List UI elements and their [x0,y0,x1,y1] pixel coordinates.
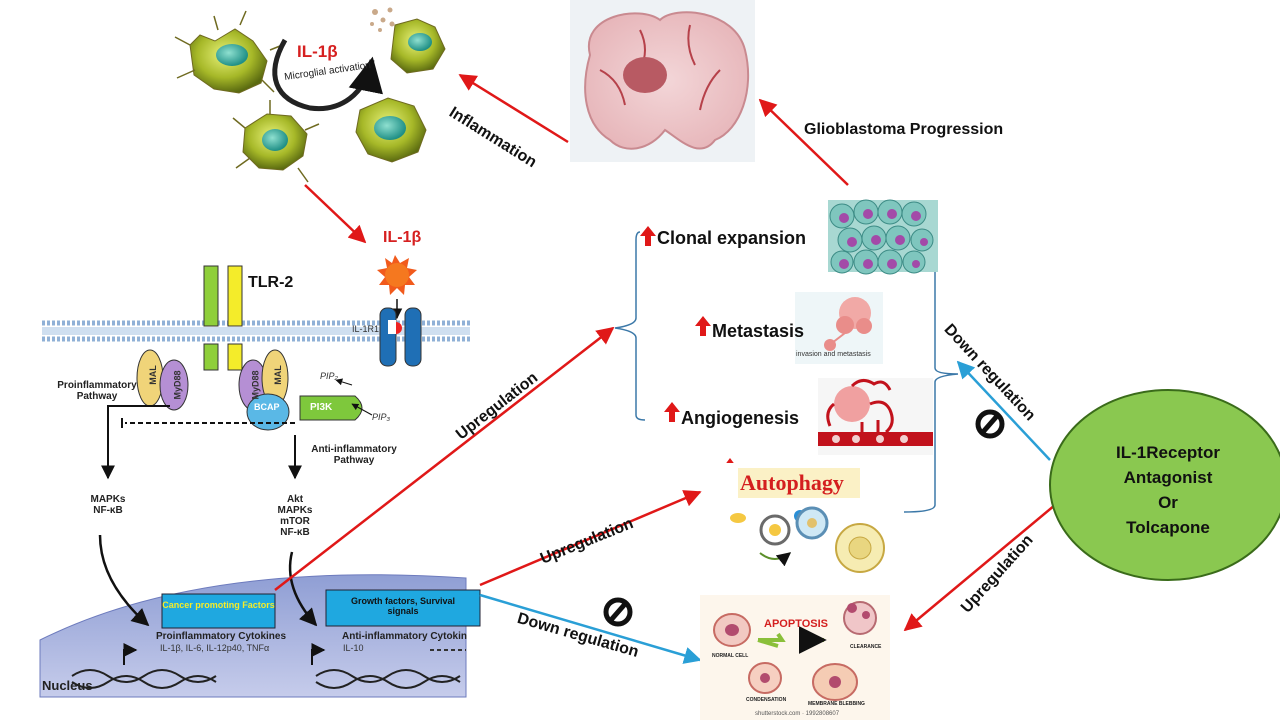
tumor-mass [623,57,667,93]
nucleus-label: Nucleus [42,678,93,693]
adaptor-proteins [136,349,363,431]
inhibit-symbol-right [975,409,1005,439]
metastasis-illustration [795,292,883,364]
angiogenesis-label: Angiogenesis [681,408,800,428]
growth-factors-box [325,589,481,627]
microglia-cell-3 [232,100,320,183]
bcap-label: BCAP [254,402,280,412]
cancer-promoting-box [161,593,276,629]
angiogenesis-illustration [818,378,933,455]
anti-inflammatory-cytokine-list: IL-10 [343,643,364,653]
autophagy-label: Autophagy [740,470,844,495]
metastasis-caption: invasion and metastasis [796,351,871,358]
il1b-ligand-label: IL-1β [383,229,422,246]
left-outcome-bracket [614,231,646,421]
condensation-label: CONDENSATION [746,697,787,703]
tlr2-receptor [203,265,243,371]
tlr2-label: TLR-2 [248,274,294,291]
metastasis-label: Metastasis [712,321,805,341]
down-regulation-right-arrow [956,360,1051,461]
microglia-cell-1 [174,10,286,94]
microglia-cell-2 [390,18,446,74]
right-outcome-bracket [903,241,959,513]
il1b-release-arrow [304,184,367,244]
clonal-cells-cluster [828,199,938,275]
clonal-increase-icon [640,226,656,246]
microglia-cluster [174,7,446,183]
upregulation-right-arrow [903,504,1056,632]
progression-arrow [758,98,849,186]
membrane-blebbing-label: MEMBRANE BLEBBING [808,701,865,707]
brain-illustration [570,0,755,162]
pip2-label: PIP₂ [320,371,338,381]
myd88-right-label: MyD88 [250,370,261,400]
il1r1-label: IL-1R1 [352,324,380,334]
pi3k-label: PI3K [310,402,333,413]
down-regulation-apoptosis-arrow [479,593,702,664]
mal-left-label: MAL [147,365,158,385]
apoptosis-title: APOPTOSIS [764,618,828,630]
cancer-promoting-label: Cancer promoting Factors [162,600,275,610]
drug-ellipse [1049,389,1280,581]
proinflammatory-cytokine-list: IL-1β, IL-6, IL-12p40, TNFα [160,643,270,653]
angiogenesis-increase-icon [664,402,680,422]
proinflammatory-cytokines-label: Proinflammatory Cytokines [156,631,287,642]
myd88-left-label: MyD88 [172,370,183,400]
activation-cycle-arrow [272,38,383,112]
signal-pathway-lines [101,378,373,480]
microglia-il1b-label: IL-1β [297,42,338,61]
upregulation-main-arrow [274,326,615,591]
upregulation-autophagy-arrow [479,490,702,587]
inflammation-arrow [458,73,569,144]
inhibit-symbol-apoptosis [603,597,633,627]
clearance-label: CLEARANCE [850,644,882,650]
shutterstock-credit: shutterstock.com · 1992808607 [755,711,840,717]
mal-right-label: MAL [272,365,283,385]
anti-inflammatory-cytokines-label: Anti-inflammatory Cytokin [342,631,468,642]
apoptosis-illustration [700,595,890,720]
normal-cell-label: NORMAL CELL [712,653,749,659]
autophagy-illustration [703,463,893,575]
il1b-ligand [377,255,417,320]
metastasis-increase-icon [695,316,711,336]
clonal-expansion-label: Clonal expansion [657,228,807,248]
glioblastoma-progression-label: Glioblastoma Progression [804,121,1004,138]
il1r1-receptor [379,307,422,367]
debris-particles [370,7,395,32]
pip3-label: PIP₃ [372,412,391,422]
nucleus-region [39,534,481,698]
microglia-cell-4 [355,97,427,163]
increase-arrow-icons [640,226,739,484]
